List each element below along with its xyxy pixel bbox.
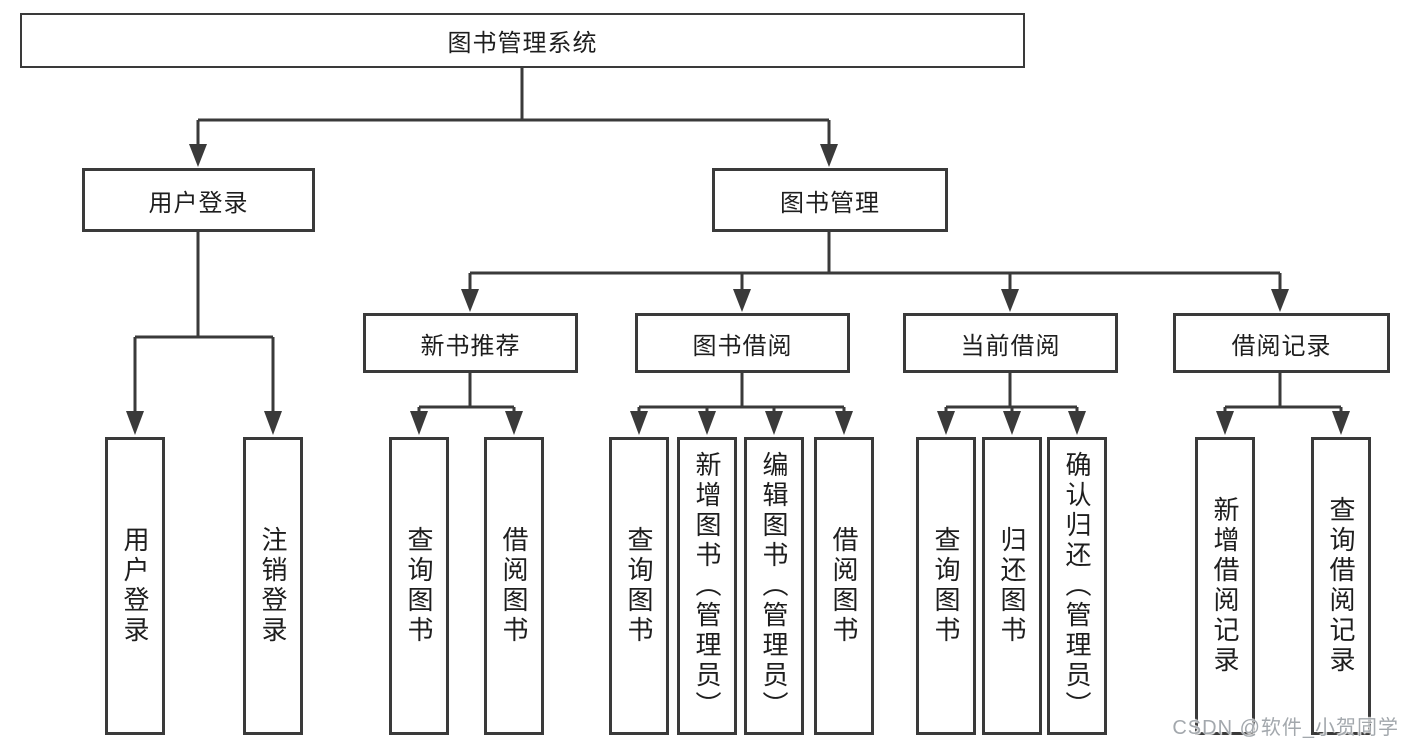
node-leaf-add-record: 新增借阅记录 (1195, 437, 1255, 735)
node-leaf-borrow-book-2-label: 借阅图书 (829, 526, 859, 646)
arrowhead-borrow-book-2 (835, 411, 853, 435)
node-root-label: 图书管理系统 (447, 30, 598, 57)
node-leaf-query-book-1-label: 查询图书 (404, 526, 434, 646)
arrowhead-login (126, 411, 144, 435)
arrowhead-borrow (733, 289, 751, 312)
arrowhead-record (1271, 289, 1289, 312)
connector-borrow-children (637, 373, 846, 413)
arrowhead-current (1001, 289, 1019, 312)
arrowhead-edit-book (765, 411, 783, 435)
node-book-mgmt-label: 图书管理 (780, 189, 880, 217)
connector-record-children (1223, 373, 1343, 413)
connector-current-children (944, 373, 1079, 413)
arrowhead-query-book-2 (630, 411, 648, 435)
arrowhead-new-rec (461, 289, 479, 312)
csdn-watermark: CSDN @软件_小贺同学 (1172, 717, 1399, 739)
arrowhead-add-book (698, 411, 716, 435)
node-current-borrow: 当前借阅 (903, 313, 1118, 373)
node-leaf-add-book-label: 新增图书（管理员） (692, 451, 722, 721)
node-leaf-query-record: 查询借阅记录 (1311, 437, 1371, 735)
node-user-login-label: 用户登录 (148, 189, 249, 217)
connector-root-to-level2 (196, 68, 831, 146)
arrowhead-add-record (1216, 411, 1234, 435)
node-borrow-record: 借阅记录 (1173, 313, 1390, 373)
node-leaf-edit-book: 编辑图书（管理员） (744, 437, 804, 735)
node-leaf-borrow-book-1: 借阅图书 (484, 437, 544, 735)
node-leaf-logout-label: 注销登录 (258, 526, 288, 646)
arrowhead-query-book-1 (410, 411, 428, 435)
node-book-mgmt: 图书管理 (712, 168, 948, 232)
node-book-borrow: 图书借阅 (635, 313, 850, 373)
node-new-book-rec-label: 新书推荐 (420, 332, 521, 360)
node-new-book-rec: 新书推荐 (363, 313, 578, 373)
node-root: 图书管理系统 (20, 13, 1025, 68)
node-leaf-query-book-1: 查询图书 (389, 437, 449, 735)
node-borrow-record-label: 借阅记录 (1231, 332, 1332, 360)
node-leaf-query-book-3: 查询图书 (916, 437, 976, 735)
connector-user-login-children (133, 232, 275, 413)
node-leaf-add-book: 新增图书（管理员） (677, 437, 737, 735)
arrowhead-confirm-return (1068, 411, 1086, 435)
node-current-borrow-label: 当前借阅 (960, 332, 1061, 360)
arrowhead-borrow-book-1 (505, 411, 523, 435)
arrowhead-user-login (189, 144, 207, 167)
node-leaf-query-book-2: 查询图书 (609, 437, 669, 735)
arrowhead-query-record (1332, 411, 1350, 435)
node-book-borrow-label: 图书借阅 (692, 332, 793, 360)
node-leaf-return-book: 归还图书 (982, 437, 1042, 735)
node-leaf-borrow-book-2: 借阅图书 (814, 437, 874, 735)
arrowhead-return-book (1003, 411, 1021, 435)
node-leaf-confirm-return-label: 确认归还（管理员） (1062, 451, 1092, 721)
node-leaf-query-book-2-label: 查询图书 (624, 526, 654, 646)
arrowhead-logout (264, 411, 282, 435)
connector-new-rec-children (417, 373, 516, 413)
node-leaf-confirm-return: 确认归还（管理员） (1047, 437, 1107, 735)
node-leaf-borrow-book-1-label: 借阅图书 (499, 526, 529, 646)
arrowhead-book-mgmt (820, 144, 838, 167)
node-leaf-edit-book-label: 编辑图书（管理员） (759, 451, 789, 721)
node-leaf-query-book-3-label: 查询图书 (931, 526, 961, 646)
node-user-login: 用户登录 (82, 168, 315, 232)
node-leaf-user-login-label: 用户登录 (120, 526, 150, 646)
node-leaf-add-record-label: 新增借阅记录 (1210, 496, 1240, 676)
node-leaf-query-record-label: 查询借阅记录 (1326, 496, 1356, 676)
node-leaf-logout: 注销登录 (243, 437, 303, 735)
node-leaf-user-login: 用户登录 (105, 437, 165, 735)
arrowhead-query-book-3 (937, 411, 955, 435)
node-leaf-return-book-label: 归还图书 (997, 526, 1027, 646)
connector-book-mgmt-children (468, 232, 1282, 291)
